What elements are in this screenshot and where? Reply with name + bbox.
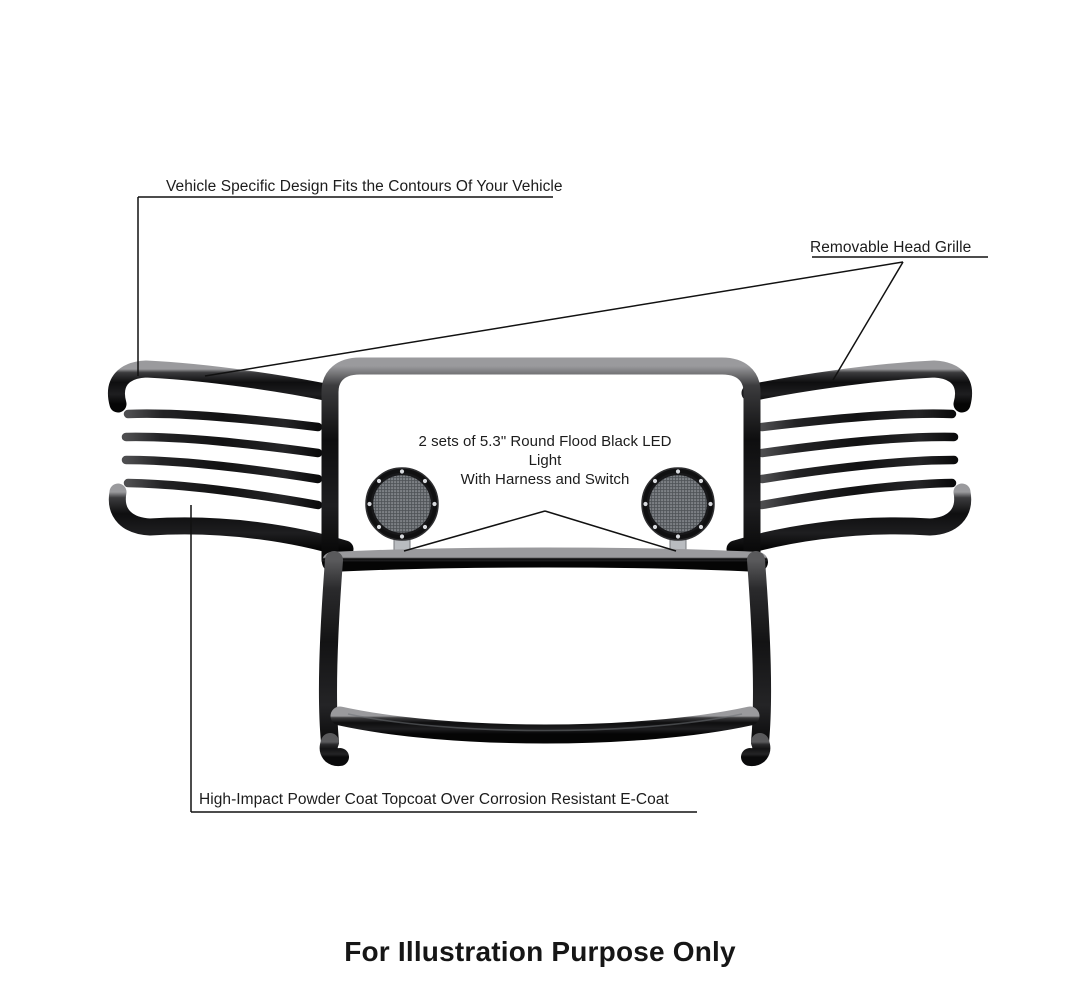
center-crossbar bbox=[322, 547, 768, 572]
illustration-disclaimer-caption: For Illustration Purpose Only bbox=[344, 936, 736, 967]
leader-lines bbox=[137, 196, 988, 813]
left-wing-bars bbox=[121, 409, 323, 510]
right-leg bbox=[747, 551, 772, 751]
skid-bar bbox=[330, 706, 760, 744]
left-wing-bottom-rail bbox=[108, 483, 354, 558]
center-hoop bbox=[310, 357, 770, 569]
center-hoop-frame bbox=[321, 357, 761, 569]
led-light-right bbox=[641, 467, 715, 551]
left-light-bolts bbox=[367, 469, 437, 539]
callout-removable-head-grille: Removable Head Grille bbox=[810, 239, 972, 256]
right-light-bolts bbox=[643, 469, 713, 539]
skid-bar-highlight bbox=[347, 713, 743, 732]
leader-led-branch-left bbox=[403, 510, 546, 552]
right-wing-bars bbox=[757, 409, 959, 510]
right-wing-bottom-rail bbox=[726, 483, 972, 558]
led-light-left bbox=[365, 467, 439, 551]
lower-frame bbox=[318, 547, 772, 767]
callout-vehicle-specific-design: Vehicle Specific Design Fits the Contour… bbox=[166, 178, 563, 195]
callout-powder-coat-ecoat: High-Impact Powder Coat Topcoat Over Cor… bbox=[199, 791, 669, 808]
right-wing bbox=[726, 360, 972, 558]
left-wing-top-rail bbox=[108, 360, 339, 413]
leader-led-branch-right bbox=[544, 510, 677, 552]
leader-grille-branch-short bbox=[832, 261, 904, 381]
callout-led-line2: With Harness and Switch bbox=[460, 471, 630, 489]
right-foot bbox=[741, 733, 771, 767]
right-wing-top-rail bbox=[741, 360, 972, 413]
leader-grille-branch-long bbox=[204, 261, 904, 377]
left-foot bbox=[319, 733, 349, 767]
left-wing bbox=[108, 360, 354, 558]
callout-led-light: 2 sets of 5.3" Round Flood Black LED Lig… bbox=[410, 432, 680, 490]
left-leg bbox=[318, 551, 343, 751]
callout-led-line1: 2 sets of 5.3" Round Flood Black LED Lig… bbox=[418, 433, 672, 470]
